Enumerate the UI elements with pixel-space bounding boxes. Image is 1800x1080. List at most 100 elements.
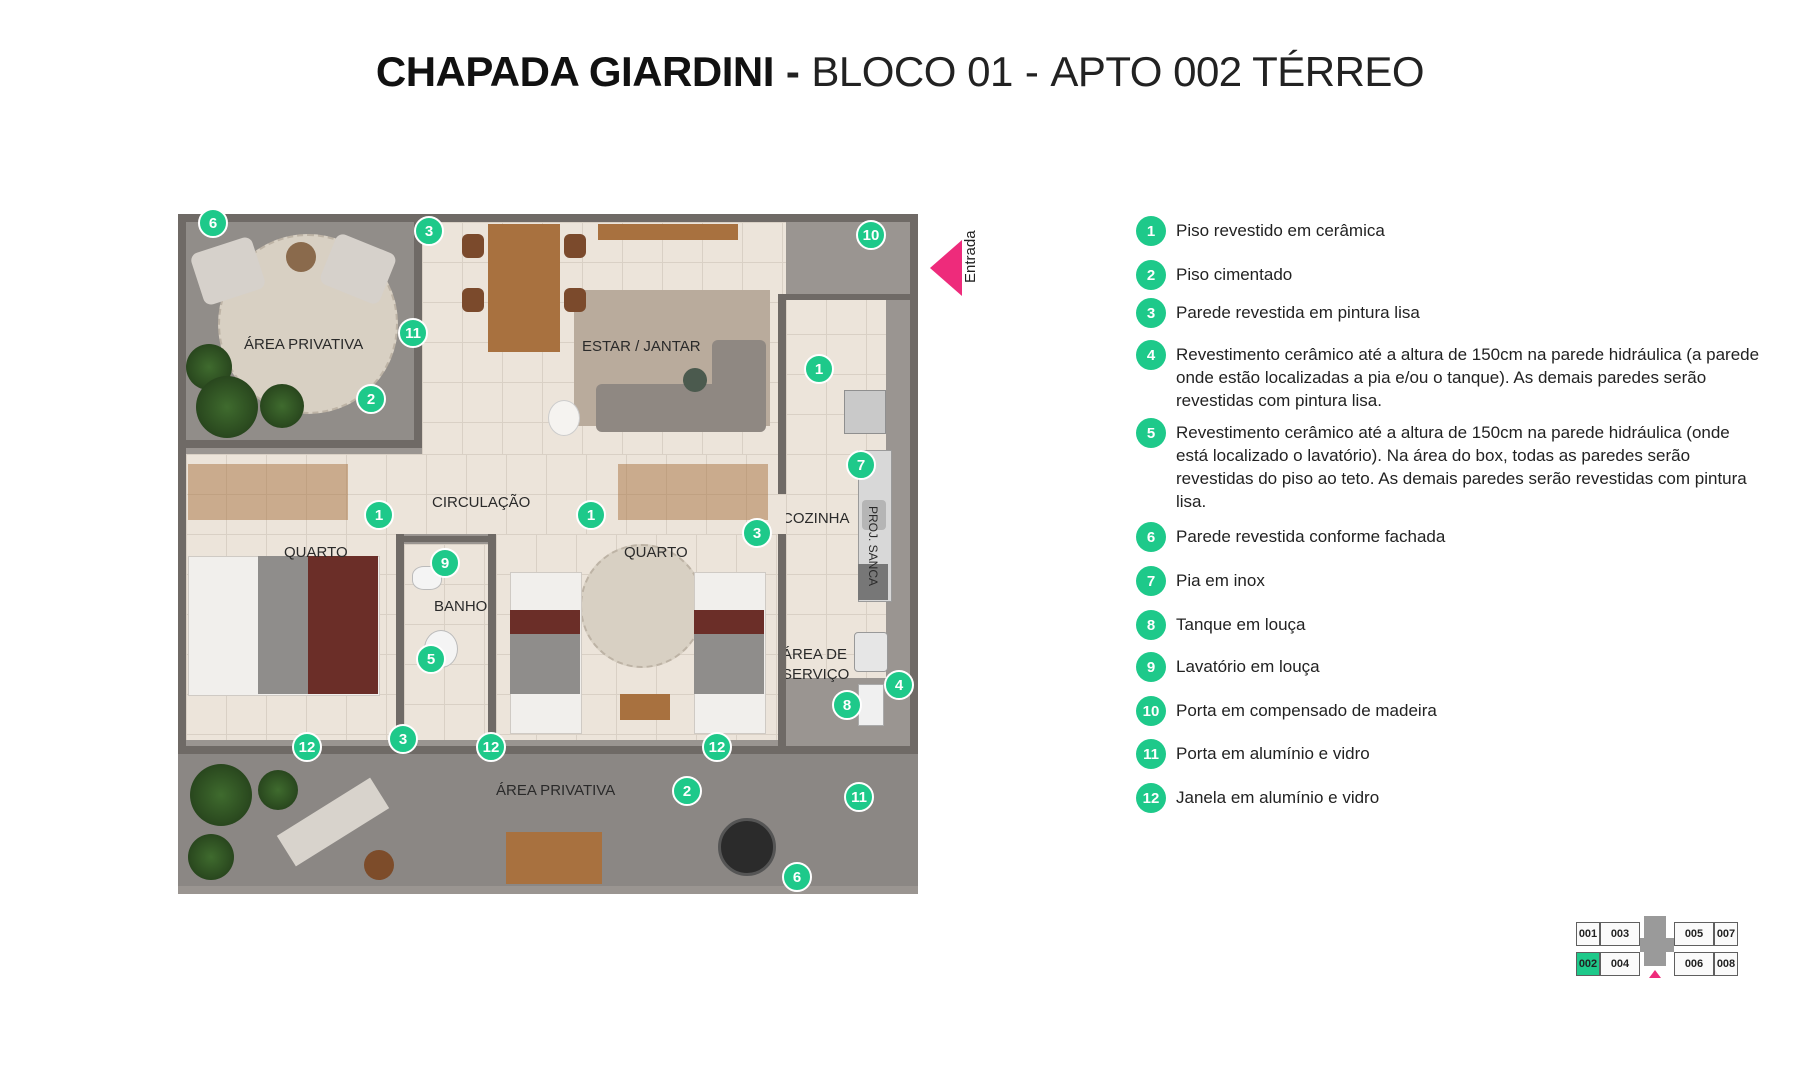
legend-text: Revestimento cerâmico até a altura de 15… xyxy=(1176,345,1760,410)
legend-marker: 11 xyxy=(1136,739,1166,769)
outdoor-table xyxy=(506,832,602,884)
legend-text: Porta em compensado de madeira xyxy=(1176,701,1437,720)
legend-marker: 5 xyxy=(1136,418,1166,448)
minimap-unit: 004 xyxy=(1600,952,1640,976)
plant xyxy=(190,764,252,826)
minimap-unit: 006 xyxy=(1674,952,1714,976)
unit-name: APTO 002 TÉRREO xyxy=(1050,48,1425,95)
blanket xyxy=(694,634,764,694)
wall xyxy=(778,294,786,494)
stove xyxy=(858,564,888,600)
chair xyxy=(462,288,484,312)
sofa-chaise xyxy=(712,340,766,410)
blanket xyxy=(308,556,378,694)
marker-12: 12 xyxy=(702,732,732,762)
room-label: SERVIÇO xyxy=(782,666,850,683)
blanket xyxy=(694,610,764,634)
round-rug xyxy=(580,544,704,668)
coffee-table xyxy=(683,368,707,392)
room-label: QUARTO xyxy=(284,544,348,561)
side-table xyxy=(286,242,316,272)
wall xyxy=(178,214,918,222)
cozinha xyxy=(786,294,886,678)
legend-marker: 1 xyxy=(1136,216,1166,246)
minimap-unit: 001 xyxy=(1576,922,1600,946)
block-name: BLOCO 01 xyxy=(811,48,1013,95)
legend-marker: 12 xyxy=(1136,783,1166,813)
wall xyxy=(778,534,786,746)
legend-text: Lavatório em louça xyxy=(1176,657,1320,676)
room-label: BANHO xyxy=(434,598,488,615)
legend-text: Porta em alumínio e vidro xyxy=(1176,744,1370,763)
minimap-unit: 005 xyxy=(1674,922,1714,946)
refrigerator xyxy=(844,390,886,434)
room-label: QUARTO xyxy=(624,544,688,561)
legend-item: 8 Tanque em louça xyxy=(1136,610,1766,640)
blanket xyxy=(510,634,580,694)
legend-text: Tanque em louça xyxy=(1176,615,1306,634)
wardrobe xyxy=(188,464,348,520)
marker-4: 4 xyxy=(884,670,914,700)
entrance-arrow-icon xyxy=(930,240,962,296)
title-separator-2: - xyxy=(1024,48,1039,95)
entrance-label: Entrada xyxy=(962,230,979,283)
marker-7: 7 xyxy=(846,450,876,480)
floor-plan: ÁREA PRIVATIVA ESTAR / JANTAR COZINHA PR… xyxy=(178,208,918,894)
legend-marker: 6 xyxy=(1136,522,1166,552)
chair xyxy=(564,288,586,312)
legend-item: 11 Porta em alumínio e vidro xyxy=(1136,739,1766,769)
legend-marker: 2 xyxy=(1136,260,1166,290)
wall xyxy=(178,746,918,754)
plant xyxy=(188,834,234,880)
grill xyxy=(718,818,776,876)
wardrobe xyxy=(618,464,768,520)
minimap-unit: 003 xyxy=(1600,922,1640,946)
legend-text: Janela em alumínio e vidro xyxy=(1176,788,1380,807)
marker-3: 3 xyxy=(388,724,418,754)
chair xyxy=(564,234,586,258)
marker-8: 8 xyxy=(832,690,862,720)
legend-marker: 7 xyxy=(1136,566,1166,596)
legend-marker: 4 xyxy=(1136,340,1166,370)
unit-location-minimap: 001 003 005 007 002 004 006 008 xyxy=(1576,916,1756,982)
legend-marker: 8 xyxy=(1136,610,1166,640)
minimap-unit: 007 xyxy=(1714,922,1738,946)
desk xyxy=(620,694,670,720)
plant xyxy=(196,376,258,438)
marker-5: 5 xyxy=(416,644,446,674)
legend-marker: 3 xyxy=(1136,298,1166,328)
marker-6: 6 xyxy=(198,208,228,238)
legend-text: Parede revestida em pintura lisa xyxy=(1176,303,1420,322)
marker-3: 3 xyxy=(414,216,444,246)
plant xyxy=(258,770,298,810)
wall xyxy=(910,214,918,754)
page-title: CHAPADA GIARDINI-BLOCO 01-APTO 002 TÉRRE… xyxy=(0,48,1800,96)
room-label: COZINHA xyxy=(782,510,850,527)
minimap-entrance-icon xyxy=(1649,970,1661,978)
room-label: ÁREA DE xyxy=(782,646,848,663)
wall xyxy=(186,440,414,448)
chair xyxy=(462,234,484,258)
minimap-unit: 008 xyxy=(1714,952,1738,976)
marker-10: 10 xyxy=(856,220,886,250)
marker-2: 2 xyxy=(356,384,386,414)
sink xyxy=(862,500,886,530)
dining-table xyxy=(488,224,560,352)
legend-text: Revestimento cerâmico até a altura de 15… xyxy=(1176,423,1747,511)
legend-item: 12 Janela em alumínio e vidro xyxy=(1136,783,1766,813)
marker-2: 2 xyxy=(672,776,702,806)
proj-sanca-label: PROJ. SANCA xyxy=(866,506,880,587)
legend-marker: 10 xyxy=(1136,696,1166,726)
sideboard xyxy=(598,224,738,240)
legend-item: 3 Parede revestida em pintura lisa xyxy=(1136,298,1766,328)
legend-item: 5 Revestimento cerâmico até a altura de 1… xyxy=(1136,418,1766,513)
minimap-unit-active: 002 xyxy=(1576,952,1600,976)
project-name: CHAPADA GIARDINI xyxy=(375,48,775,95)
minimap-core xyxy=(1640,938,1674,952)
room-label: CIRCULAÇÃO xyxy=(432,494,531,511)
wall xyxy=(786,294,912,300)
